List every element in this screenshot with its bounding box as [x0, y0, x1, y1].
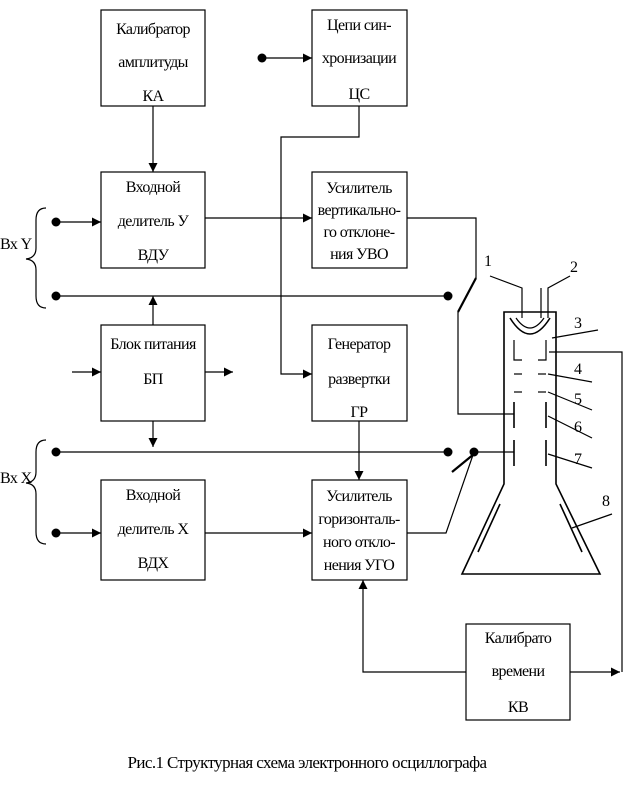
block-uvo-line-1: Усилитель: [326, 180, 392, 197]
wire-kv-to-ugo: [358, 580, 466, 673]
block-kv-line-2: времени: [492, 663, 546, 680]
block-cs: Цепи син- хронизации ЦС: [311, 9, 408, 107]
block-uvo-line-3: го отклоне-: [323, 224, 394, 241]
crt-cathode: [509, 317, 551, 335]
block-vdx: Входной делитель Х ВДХ: [100, 479, 206, 581]
crt-modulator-left: [513, 340, 522, 361]
wire-cs-to-gr: [280, 106, 360, 379]
block-kv-line-1: Калибрато: [485, 630, 552, 647]
block-ka-line-1: Калибратор: [116, 21, 190, 38]
figure-caption: Рис.1 Структурная схема электронного осц…: [128, 753, 488, 772]
block-ugo-line-1: Усилитель: [326, 488, 392, 505]
block-ugo-line-3: ного откло-: [323, 534, 395, 551]
block-vdx-line-3: ВДХ: [138, 555, 170, 572]
tube-label-1: 1: [484, 253, 492, 270]
crt-heater: [515, 317, 545, 329]
x-switch-contact: [443, 447, 453, 457]
tube-label-3: 3: [574, 315, 582, 332]
y-switch-contact: [443, 291, 453, 301]
leader-5: [547, 391, 593, 411]
block-cs-line-3: ЦС: [348, 86, 369, 103]
block-ugo-line-4: нения УГО: [324, 557, 395, 574]
leader-6: [547, 415, 593, 439]
block-vdu-line-3: ВДУ: [138, 247, 170, 264]
block-vdu-line-2: делитель У: [118, 213, 190, 230]
wire-y-to-plates: [457, 312, 514, 415]
block-vdu-line-1: Входной: [126, 179, 181, 196]
block-bp-line-2: БП: [143, 371, 164, 388]
crt-outline: [460, 311, 602, 575]
y-switch-blade: [457, 277, 477, 313]
block-uvo-line-2: вертикально-: [318, 202, 401, 219]
leader-3: [551, 329, 599, 339]
block-uvo-line-4: ния УВО: [330, 246, 388, 263]
block-ka-line-3: КА: [142, 88, 164, 105]
tube-label-4: 4: [574, 361, 582, 378]
block-gr-line-2: развертки: [328, 371, 391, 388]
x-input-label: Вх X: [0, 470, 33, 487]
block-ka: Калибратор амплитуды КА: [100, 9, 206, 107]
y-input-brace: [25, 207, 47, 309]
x-switch-blade: [451, 453, 475, 473]
block-gr-line-3: ГР: [351, 404, 369, 421]
block-gr: Генератор развертки ГР: [311, 324, 408, 422]
x-input-brace: [25, 439, 47, 545]
block-bp: Блок питания БП: [100, 324, 206, 422]
connections: [51, 53, 623, 677]
block-cs-line-1: Цепи син-: [327, 17, 391, 34]
crt-pin-1: [489, 275, 523, 318]
crt-modulator-right: [538, 340, 547, 361]
block-kv-line-3: КВ: [508, 699, 528, 716]
tube-label-6: 6: [574, 419, 582, 436]
block-vdx-line-1: Входной: [126, 487, 181, 504]
tube-label-5: 5: [574, 391, 582, 408]
crt-tube: 1 2 3 4 5 6 7 8: [460, 253, 613, 575]
block-ugo-line-2: горизонталь-: [318, 511, 400, 528]
leader-8: [571, 513, 613, 529]
tube-label-8: 8: [602, 493, 610, 510]
block-ugo: Усилитель горизонталь- ного откло- нения…: [311, 479, 408, 581]
input-braces: Вх Y Вх X: [0, 207, 47, 545]
block-ka-line-2: амплитуды: [118, 54, 188, 71]
block-bp-line-1: Блок питания: [110, 336, 197, 353]
block-vdu: Входной делитель У ВДУ: [100, 171, 206, 269]
wire-uvo-out: [407, 217, 477, 278]
crt-pin-2b: [547, 275, 571, 318]
block-uvo: Усилитель вертикально- го отклоне- ния У…: [311, 171, 408, 269]
block-cs-line-2: хронизации: [322, 50, 397, 67]
wire-tube-bus: [549, 351, 623, 672]
block-kv: Калибрато времени КВ: [465, 623, 571, 721]
leader-7: [547, 453, 593, 469]
y-input-label: Вх Y: [0, 236, 33, 253]
tube-label-7: 7: [574, 451, 582, 468]
leader-4: [547, 373, 593, 383]
block-vdx-line-2: делитель Х: [118, 521, 190, 538]
tube-label-2: 2: [570, 259, 578, 276]
wire-ugo-out: [407, 451, 475, 534]
crt-coating-left: [477, 503, 501, 553]
crt-coating-right: [559, 503, 583, 553]
block-gr-line-1: Генератор: [328, 336, 391, 353]
